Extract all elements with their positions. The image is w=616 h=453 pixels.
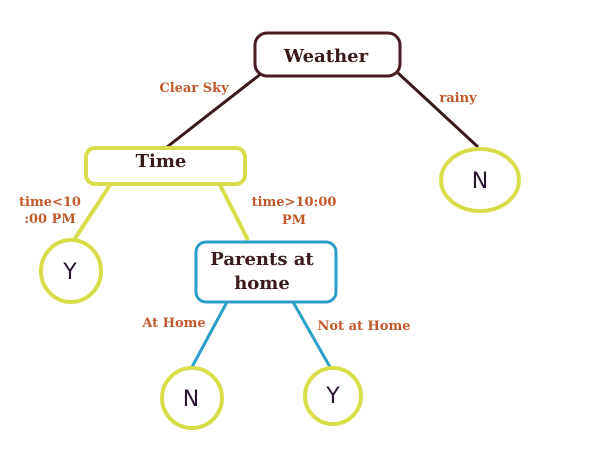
leaf-at-home-label: N xyxy=(183,387,199,412)
edge-label-before-ten-line2: :00 PM xyxy=(24,212,76,227)
leaf-before-ten: Y xyxy=(39,238,103,304)
node-parents-label-line2: home xyxy=(234,273,290,294)
edge-label-clear-sky: Clear Sky xyxy=(159,81,229,96)
edge-time-early xyxy=(72,183,112,242)
edge-label-rainy: rainy xyxy=(439,91,477,106)
node-parents-at-home: Parents at home xyxy=(194,240,338,304)
leaf-not-at-home: Y xyxy=(303,366,363,426)
leaf-at-home: N xyxy=(160,366,224,430)
edge-label-at-home: At Home xyxy=(141,316,205,331)
edge-parents-at-home xyxy=(190,301,229,368)
leaf-before-ten-label: Y xyxy=(62,260,77,285)
edge-label-after-ten-line1: time>10:00 xyxy=(252,195,337,210)
edge-label-not-at-home: Not at Home xyxy=(317,319,410,334)
leaf-not-at-home-label: Y xyxy=(325,384,340,409)
edge-weather-rainy xyxy=(396,71,480,149)
node-time: Time xyxy=(84,146,247,186)
edge-parents-not-home xyxy=(291,301,332,368)
leaf-rainy: N xyxy=(439,147,521,213)
node-weather-label: Weather xyxy=(283,46,369,67)
edge-label-after-ten-line2: PM xyxy=(282,213,306,228)
edge-weather-time xyxy=(166,71,263,149)
leaf-rainy-label: N xyxy=(472,169,488,194)
node-weather: Weather xyxy=(253,31,402,78)
edge-label-before-ten-line1: time<10 xyxy=(19,195,81,210)
node-parents-label-line1: Parents at xyxy=(210,249,314,270)
edge-time-parents xyxy=(218,184,250,241)
node-time-label: Time xyxy=(136,151,187,172)
